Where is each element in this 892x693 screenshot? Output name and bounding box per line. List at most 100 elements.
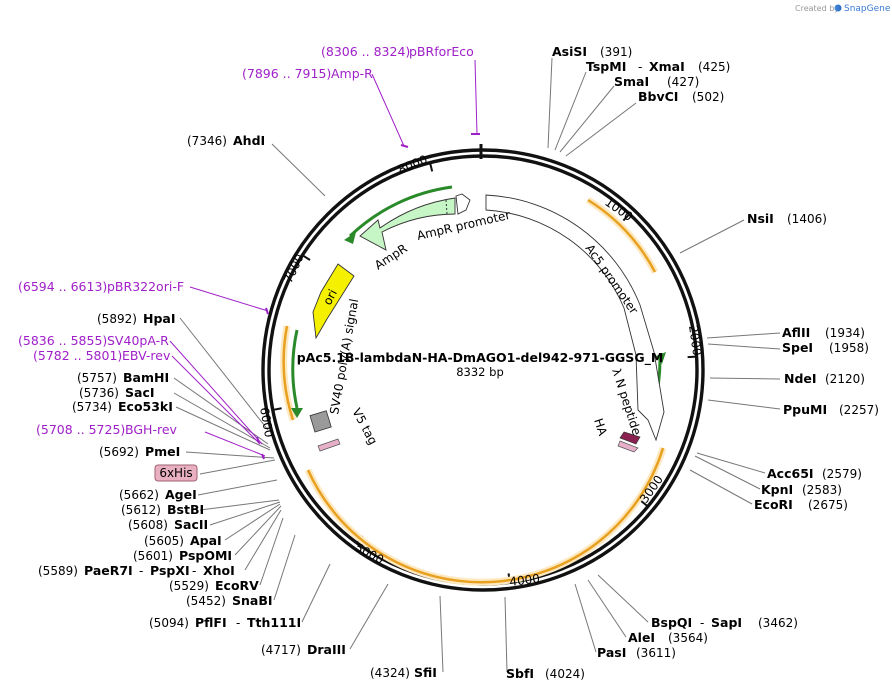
site-name: AleI	[628, 630, 655, 645]
site-position: (2583)	[802, 483, 842, 497]
plasmid-length: 8332 bp	[456, 365, 504, 379]
primer-range: (5708 .. 5725)	[36, 422, 125, 437]
tick-label-8000: 8000	[396, 152, 430, 176]
site-position: (5757)	[77, 371, 117, 385]
tick-mark-2000	[687, 355, 697, 359]
primer-name: pBRforEco	[409, 44, 474, 59]
tick-label-7000: 7000	[281, 252, 307, 286]
site-separator: -	[192, 564, 196, 578]
site-name: HpaI	[143, 311, 176, 326]
v5-tag-feature	[317, 438, 341, 452]
site-position: (2579)	[822, 467, 862, 481]
site-name: PasI	[597, 645, 626, 660]
site-position: (391)	[600, 45, 632, 59]
tick-label-6000: 6000	[257, 406, 276, 439]
site-position: (5892)	[97, 312, 137, 326]
site-name: Acc65I	[767, 466, 814, 481]
primer-name: Amp-R	[331, 66, 373, 81]
orf-arcs	[280, 197, 667, 586]
site-separator: -	[700, 616, 704, 630]
site-name: PpuMI	[783, 402, 827, 417]
tick-label-2000: 2000	[686, 324, 704, 356]
site-position: (4324)	[370, 666, 410, 680]
primer-name: EBV-rev	[122, 348, 171, 363]
primer-leader-lines	[169, 59, 478, 457]
site-position: (1958)	[829, 341, 869, 355]
primer-range: (7896 .. 7915)	[242, 66, 331, 81]
site-name: AsiSI	[552, 44, 587, 59]
ampr-feature	[359, 197, 456, 251]
ha-lambda-features	[617, 431, 641, 453]
site-name: SacI	[125, 385, 155, 400]
site-name: EcoRV	[215, 578, 259, 593]
site-name: AgeI	[165, 487, 197, 502]
site-name-alt2: XhoI	[203, 563, 235, 578]
snapgene-logo-icon	[834, 4, 842, 12]
site-name-alt: XmaI	[649, 59, 685, 74]
tick-mark-7000	[301, 254, 311, 261]
site-position: (5612)	[121, 503, 161, 517]
site-name-alt: PspXI	[150, 563, 190, 578]
site-name: KpnI	[761, 482, 793, 497]
site-name-alt: Tth111I	[247, 615, 301, 630]
sv40-block	[309, 410, 332, 433]
site-name: SnaBI	[232, 593, 273, 608]
plasmid-name: pAc5.1B-lambdaN-HA-DmAGO1-del942-971-GGS…	[297, 350, 664, 366]
site-name: PmeI	[145, 444, 180, 459]
site-name: BamHI	[123, 370, 169, 385]
site-name: BspQI	[651, 615, 692, 630]
site-position: (1934)	[825, 326, 865, 340]
site-name: PflFI	[195, 615, 227, 630]
site-name: NdeI	[784, 371, 817, 386]
site-position: (425)	[698, 60, 730, 74]
site-name: SpeI	[782, 340, 813, 355]
site-name: DraIII	[307, 642, 346, 657]
primer-marks	[256, 133, 480, 460]
ori-feature	[312, 263, 355, 340]
site-name: Eco53kI	[118, 399, 173, 414]
credit-brand: SnapGene	[844, 4, 891, 14]
site-separator: -	[139, 564, 143, 578]
primer-name: BGH-rev	[125, 422, 178, 437]
site-separator: -	[236, 616, 240, 630]
primer-name: SV40pA-R	[107, 333, 169, 348]
primer-name: pBR322ori-F	[107, 279, 184, 294]
site-position: (5601)	[133, 549, 173, 563]
site-name: EcoRI	[754, 497, 793, 512]
site-name: SfiI	[414, 665, 437, 680]
site-name: NsiI	[747, 211, 774, 226]
primer-range: (8306 .. 8324)	[321, 44, 410, 59]
site-position: (3564)	[668, 631, 708, 645]
site-position: (502)	[692, 90, 724, 104]
site-position: (3462)	[758, 616, 798, 630]
leader-lines	[173, 57, 781, 673]
his-tag-label: 6xHis	[159, 466, 192, 480]
primer-range: (5782 .. 5801)	[33, 348, 122, 363]
site-name: SbfI	[506, 666, 534, 681]
site-position: (3611)	[636, 646, 676, 660]
site-position: (2675)	[808, 498, 848, 512]
site-name: TspMI	[586, 59, 626, 74]
site-name: ApaI	[190, 533, 222, 548]
site-name: SacII	[174, 517, 208, 532]
primer-range: (6594 .. 6613)	[18, 279, 107, 294]
ori-label: ori	[320, 287, 340, 307]
site-position: (1406)	[787, 212, 827, 226]
site-name: AflII	[782, 325, 810, 340]
site-name: BstBI	[167, 502, 204, 517]
site-position: (5662)	[119, 488, 159, 502]
site-separator: -	[638, 60, 642, 74]
site-position: (5736)	[79, 386, 119, 400]
site-name: BbvCI	[638, 89, 678, 104]
v5-tag-label: V5 tag	[349, 406, 380, 447]
tick-mark-1000	[622, 213, 631, 222]
site-position: (7346)	[187, 134, 227, 148]
site-name: AhdI	[233, 133, 265, 148]
tick-mark-8000	[429, 162, 434, 172]
ha-label: HA	[591, 417, 610, 438]
site-name-alt: SapI	[711, 615, 742, 630]
tick-mark-6000	[272, 407, 282, 411]
site-position: (2120)	[825, 372, 865, 386]
credit-text: Created by	[795, 4, 839, 13]
